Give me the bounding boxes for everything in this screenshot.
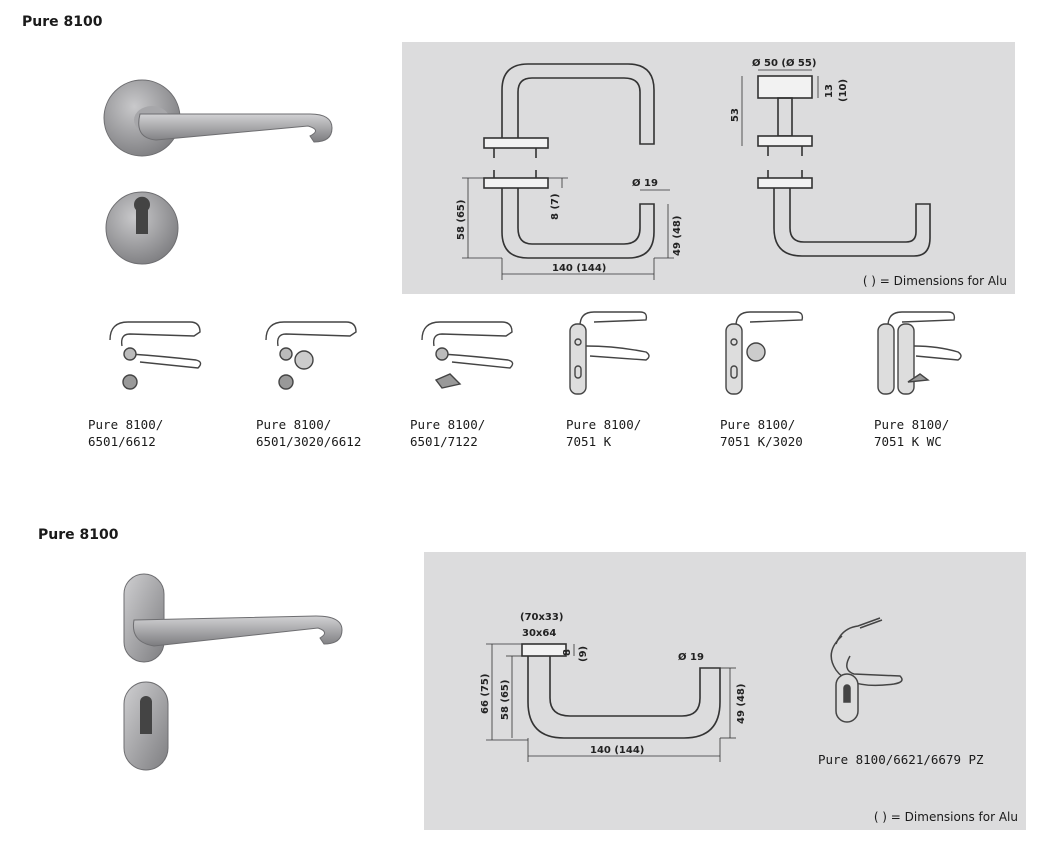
dim-length-2: 140 (144): [590, 745, 644, 756]
variant-label-5: Pure 8100/7051 K/3020: [720, 417, 803, 449]
variant-label-2: Pure 8100/6501/3020/6612: [256, 417, 362, 449]
product-photo-oval-rose: [123, 573, 343, 771]
dim-top-diameter: Ø 50 (Ø 55): [752, 57, 816, 69]
dim-drop: 49 (48): [672, 216, 683, 256]
dim-rose-thickness: 8 (7): [550, 193, 561, 220]
variants-row: Pure 8100/6501/6612 Pure 8100/6501/3020/…: [0, 300, 1042, 470]
section2-title: Pure 8100: [38, 527, 119, 543]
variant-thumb-4: [569, 311, 650, 395]
variant-label-3: Pure 8100/6501/7122: [410, 417, 486, 449]
technical-drawing-oval-rose: (70x33) 30x64 8 (9) Ø 19 66 (75) 58 (65)…: [480, 612, 903, 762]
alu-dimension-note: ( ) = Dimensions for Alu: [862, 274, 1007, 288]
variant-label-4: Pure 8100/7051 K: [566, 417, 642, 449]
dim-length: 140 (144): [552, 263, 606, 274]
dim-outer-height: 66 (75): [480, 674, 491, 714]
dim-rose-thickness-2: 8: [562, 649, 573, 656]
dimension-drawing-panel-2: (70x33) 30x64 8 (9) Ø 19 66 (75) 58 (65)…: [424, 552, 1026, 830]
dim-drop-2: 49 (48): [736, 684, 747, 724]
dim-rose-size: 30x64: [522, 628, 556, 639]
alu-dimension-note-2: ( ) = Dimensions for Alu: [873, 810, 1018, 824]
variant-thumb-pz: [830, 617, 903, 723]
dim-spindle: 53: [730, 108, 741, 122]
dim-grip-diameter-2: Ø 19: [678, 651, 704, 663]
dim-rose-height: 13: [824, 84, 835, 98]
dim-height-2: 58 (65): [500, 680, 511, 720]
dim-rose-alu: (70x33): [520, 612, 563, 623]
variant-thumb-2: [265, 321, 357, 390]
variant-thumb-6: [877, 311, 962, 395]
product-photo-round-rose: [103, 79, 333, 265]
dim-height: 58 (65): [456, 200, 467, 240]
dim-grip-diameter: Ø 19: [632, 177, 658, 189]
technical-drawing-round-rose: Ø 50 (Ø 55) 13 (10) 53 Ø 19 58 (65) 8 (7…: [456, 57, 931, 280]
variant-thumb-5: [725, 311, 804, 395]
dim-rose-thickness-alu-2: (9): [578, 646, 589, 662]
pz-variant-caption: Pure 8100/6621/6679 PZ: [818, 752, 984, 767]
variant-thumb-1: [109, 321, 202, 390]
dim-rose-height-alu: (10): [838, 79, 849, 102]
section1-title: Pure 8100: [22, 14, 103, 30]
variant-label-1: Pure 8100/6501/6612: [88, 417, 164, 449]
variant-thumb-3: [421, 321, 514, 389]
dimension-drawing-panel: Ø 50 (Ø 55) 13 (10) 53 Ø 19 58 (65) 8 (7…: [402, 42, 1015, 294]
variant-label-6: Pure 8100/7051 K WC: [874, 417, 950, 449]
